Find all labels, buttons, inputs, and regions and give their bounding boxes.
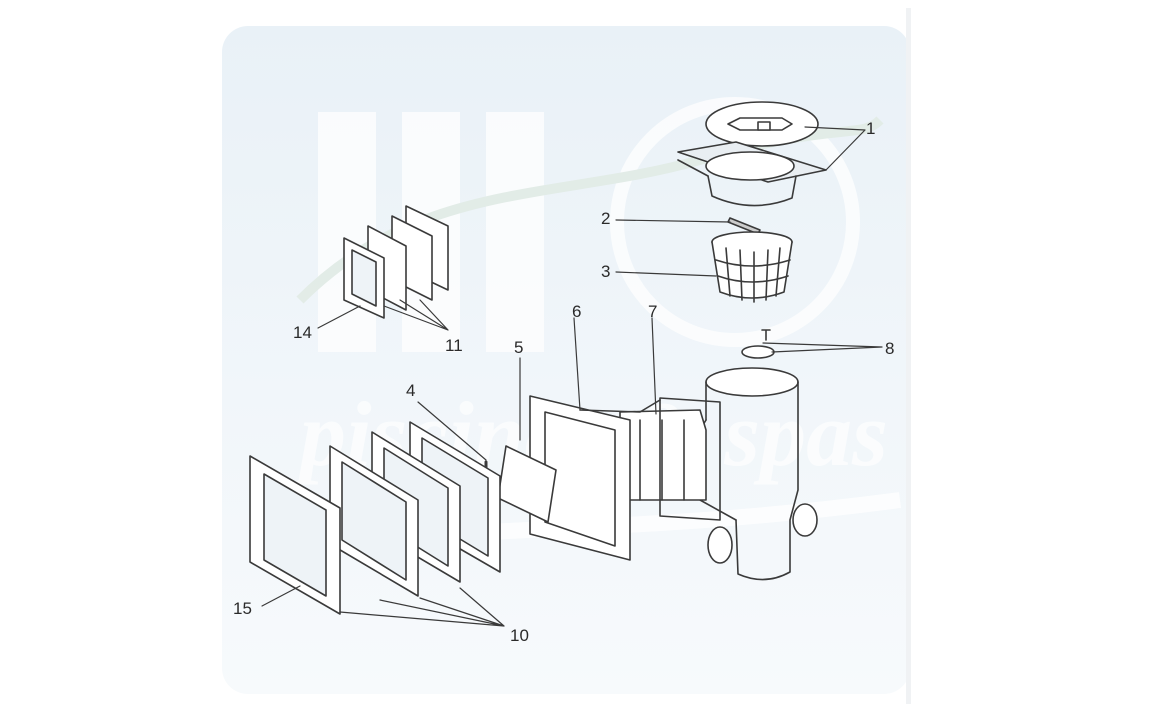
page-edge xyxy=(906,8,911,704)
strainer-basket-part xyxy=(711,231,793,303)
callout-1: 1 xyxy=(866,119,876,138)
face-plate-part xyxy=(249,455,341,615)
callout-15: 15 xyxy=(233,599,252,618)
leader-lines xyxy=(261,126,883,627)
skimmer-lid-part xyxy=(677,101,827,207)
callout-3: 3 xyxy=(601,262,611,281)
mouth-part xyxy=(619,397,721,521)
skimmer-body-part xyxy=(699,367,818,581)
callout-4: 4 xyxy=(406,381,416,400)
callout-11: 11 xyxy=(445,336,463,355)
callout-14: 14 xyxy=(293,323,312,342)
flange-part xyxy=(529,395,661,561)
callout-10: 10 xyxy=(510,626,529,645)
callout-7: 7 xyxy=(648,302,658,321)
callout-8: 8 xyxy=(885,339,895,358)
callout-6: 6 xyxy=(572,302,582,321)
small-plate-assembly-part xyxy=(343,205,449,319)
gasket-set-part xyxy=(329,421,501,597)
callout-5: 5 xyxy=(514,338,524,357)
callout-2: 2 xyxy=(601,209,611,228)
